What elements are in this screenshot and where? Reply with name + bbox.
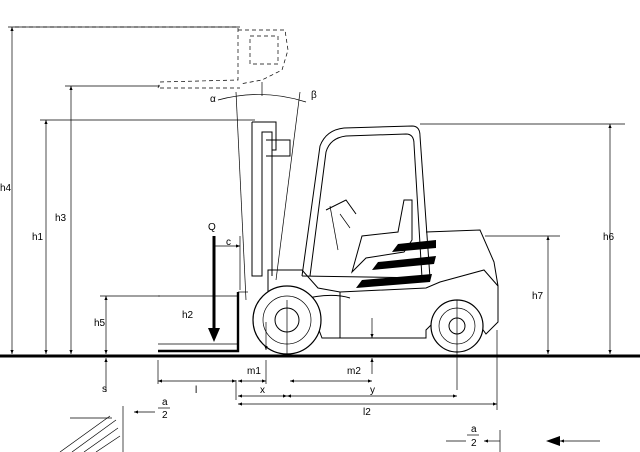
a-label-left: a [162,397,168,408]
h6-label: h6 [603,232,615,243]
overhead-guard [301,125,431,279]
s-label: s [102,384,107,395]
l2-label: l2 [363,407,371,418]
reference-lines [8,26,625,297]
y-label: y [370,385,375,396]
h4-label: h4 [0,183,12,194]
q-label: Q [208,222,216,233]
clearance-markers [157,318,498,410]
alpha-label: α [210,94,216,105]
half-label-left: 2 [162,410,168,421]
seat-and-steering [325,199,413,274]
h1-label: h1 [32,232,44,243]
a-label-right: a [471,424,477,435]
rear-wheel [430,299,484,390]
mast [235,91,301,301]
x-label: x [260,385,265,396]
front-wheel [252,285,322,356]
c-label: c [226,237,231,248]
raised-fork-carriage [15,26,289,89]
h7-label: h7 [532,291,544,302]
load-arrow [208,236,241,342]
tilt-angles: α β [210,82,317,105]
m1-label: m1 [247,366,261,377]
h3-label: h3 [55,213,67,224]
horizontal-dimensions [158,379,497,406]
m2-label: m2 [347,366,361,377]
aisle-markers [59,406,600,452]
h2-label: h2 [182,310,194,321]
half-label-right: 2 [471,438,477,449]
counterweight-stripes [356,240,436,288]
beta-label: β [311,90,317,101]
vertical-dimensions [10,27,612,392]
l-label: l [195,385,197,396]
forks [158,291,248,353]
h5-label: h5 [94,318,106,329]
